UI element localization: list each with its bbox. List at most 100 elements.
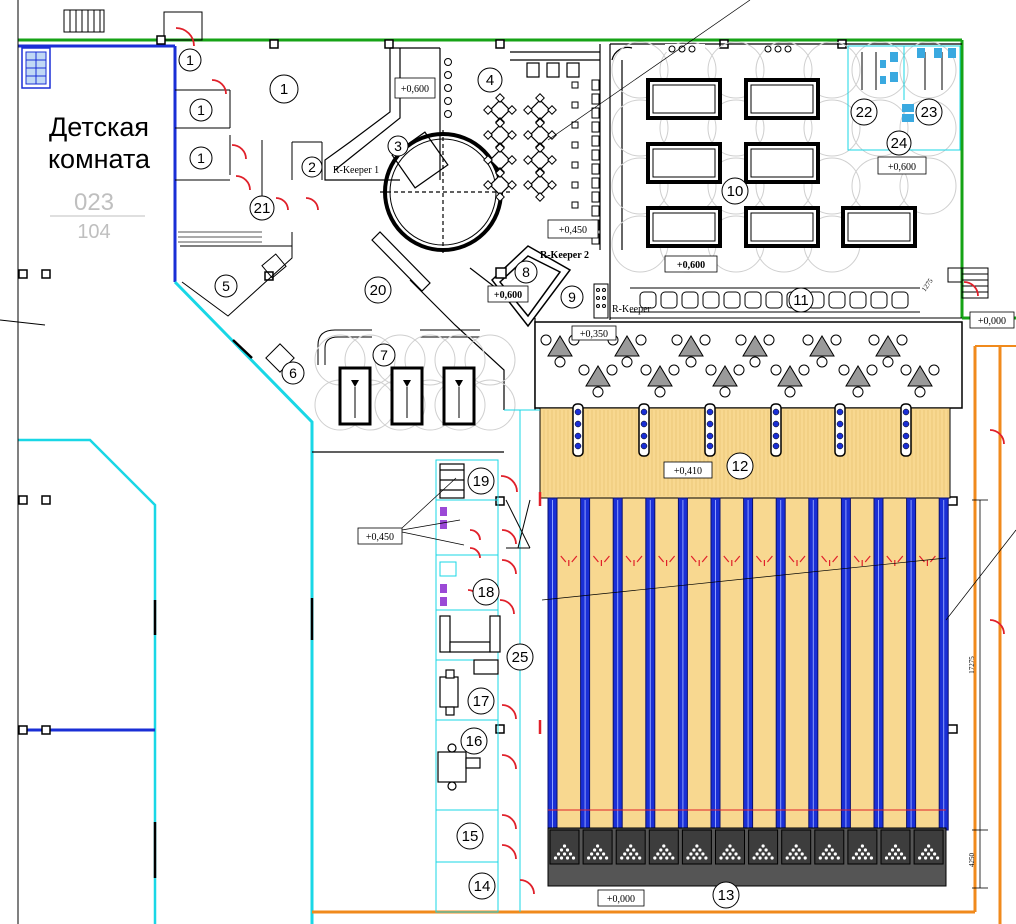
pin [791, 856, 795, 860]
bar-stool [849, 291, 867, 309]
room-number-circle [456, 822, 484, 850]
room-number-circle [467, 687, 495, 715]
door-swing [989, 429, 1005, 445]
pin [587, 856, 591, 860]
pin [665, 856, 669, 860]
billiard-area [611, 41, 957, 273]
pin [896, 848, 901, 852]
pin [571, 856, 576, 860]
pin [884, 856, 889, 860]
chair [547, 105, 557, 115]
pin [629, 844, 633, 848]
lane-arrow [690, 555, 708, 566]
chair [900, 364, 912, 376]
sink-icon [439, 561, 457, 577]
pin [890, 856, 895, 860]
pin [638, 856, 642, 860]
chair [571, 141, 579, 149]
cue-ball [784, 45, 792, 53]
lounge-table [838, 364, 878, 398]
pin [695, 852, 699, 856]
r-keeper-2-label: R-Keeper 2 [540, 250, 589, 261]
billiard-table [744, 206, 820, 248]
room-number: 15 [462, 828, 479, 845]
door-swing [501, 704, 517, 720]
pin [764, 856, 768, 860]
pin [794, 844, 798, 848]
bench-seat [591, 93, 600, 105]
pin [565, 856, 570, 860]
pin [930, 856, 934, 860]
dimension-lane [972, 499, 988, 889]
bench-seat [591, 79, 600, 91]
chair [816, 356, 828, 368]
pin [936, 856, 940, 860]
pin [653, 856, 657, 860]
ball [640, 442, 648, 450]
bench-seat [591, 149, 600, 161]
pin [698, 856, 702, 860]
lounge-table [770, 364, 810, 398]
pin [632, 848, 636, 852]
room-number-circle [721, 177, 749, 205]
bar-stool [765, 291, 783, 309]
cue-circle [899, 157, 957, 215]
pin [866, 852, 871, 856]
x-marks [505, 499, 531, 549]
ball [706, 420, 714, 428]
ball [902, 408, 910, 416]
pin [827, 852, 831, 856]
chair [495, 118, 505, 128]
chair [547, 155, 557, 165]
cafe-chairs-top [510, 51, 600, 78]
ball-return [638, 403, 650, 457]
cue-circle [707, 41, 765, 99]
room-number-circle [712, 881, 740, 909]
room-number-circle [460, 727, 488, 755]
approach-area [539, 407, 951, 499]
lounge-table [671, 334, 711, 368]
pin [562, 852, 567, 856]
pin [921, 852, 925, 856]
room-number: 6 [289, 365, 297, 381]
chair [495, 93, 505, 103]
room-number-circle [214, 274, 238, 298]
bar-stool [681, 291, 699, 309]
chair [592, 386, 604, 398]
level-bottom: +0,000 [607, 894, 635, 905]
chair [838, 364, 850, 376]
chair [571, 181, 579, 189]
room-number: 12 [732, 458, 749, 475]
bench-seat [591, 191, 600, 203]
door-swing [275, 197, 289, 211]
door-swing [501, 529, 517, 545]
ball [836, 408, 844, 416]
room-number: 25 [512, 649, 529, 666]
bar-stool [891, 291, 909, 309]
door-swing [469, 529, 481, 541]
door-swing [989, 619, 1005, 635]
kids-room-code-top: 023 [74, 189, 114, 216]
door-swing [499, 599, 515, 615]
pin [656, 852, 660, 856]
table-top [547, 335, 573, 357]
chair [763, 334, 775, 346]
chair [868, 334, 880, 346]
chair [495, 168, 505, 178]
billiard-cloth [652, 212, 716, 242]
chair [578, 364, 590, 376]
kids-room: Детская комната 023 104 [48, 112, 151, 243]
bar-stool [870, 291, 888, 309]
lane-arrow [592, 555, 610, 566]
ball-return [900, 403, 912, 457]
pin [800, 852, 804, 856]
pin [797, 848, 801, 852]
pin-deck [547, 827, 947, 887]
pin [785, 856, 789, 860]
pool-marker [351, 380, 359, 387]
pin [924, 856, 928, 860]
table-top [907, 365, 933, 387]
lounge-table [735, 334, 775, 368]
chair [535, 118, 545, 128]
